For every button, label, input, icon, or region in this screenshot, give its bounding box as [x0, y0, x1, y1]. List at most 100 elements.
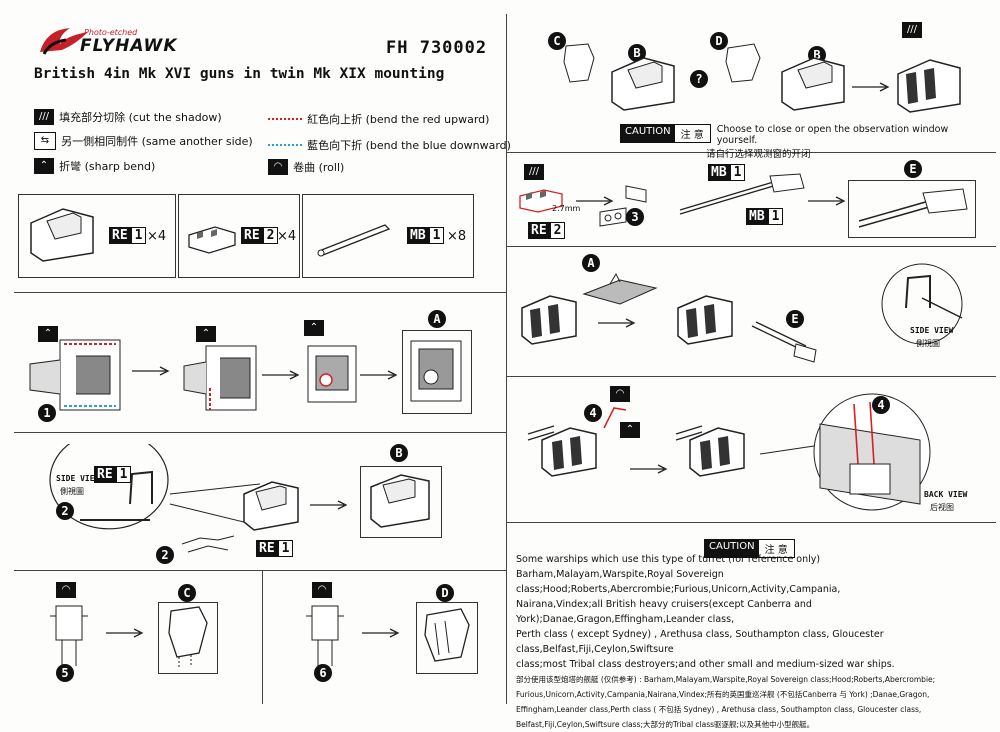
legend-sharp-bend: ⌃ 折彎 (sharp bend) [34, 155, 155, 174]
arrow-right-icon [132, 366, 170, 376]
step2-part-drawing [181, 535, 235, 553]
step-c-marker: C [548, 32, 566, 50]
step6-part-drawing [306, 605, 344, 666]
step-q-marker: ? [690, 70, 708, 88]
warships-line: Nairana,Vindex;all British heavy cruiser… [516, 599, 812, 625]
step-2-marker: 2 [56, 502, 74, 520]
brand-logo: Photo-etched FLYHAWK [36, 22, 178, 62]
step1-fold-drawing-3 [307, 345, 357, 403]
dimension-label: 2.7mm [552, 204, 581, 213]
red-dotted-line-icon [268, 117, 302, 120]
arrow-right-icon [598, 318, 636, 328]
re1-qty: ×4 [147, 229, 167, 244]
step-b-marker: B [628, 44, 646, 62]
mirror-icon: ⇆ [34, 131, 56, 150]
caution-text-cn: 请自行选择观测窗的开闭 [706, 149, 811, 160]
turret-shield-drawing [611, 57, 675, 111]
warships-line-cn: Belfast,Fiji,Ceylon,Swiftsure class;大部分的… [516, 720, 815, 729]
section-divider [506, 246, 996, 247]
step-d-part-drawing [725, 43, 761, 83]
turret-shield-drawing [243, 481, 299, 531]
side-view-zoom-drawing [881, 263, 963, 345]
back-view-zoom-drawing [760, 393, 931, 511]
step5-part-drawing [50, 605, 88, 666]
sharp-bend-icon: ⌃ [620, 422, 640, 438]
re2-qty: ×4 [277, 229, 297, 244]
sharp-bend-icon: ⌃ [196, 326, 216, 342]
section-divider [14, 570, 506, 571]
page-title: British 4in Mk XVI guns in twin Mk XIX m… [34, 66, 445, 82]
sharp-bend-icon: ⌃ [34, 157, 54, 174]
section-divider [506, 376, 996, 377]
cut-shadow-icon: /// [524, 164, 544, 180]
bracket-drawing [188, 226, 236, 254]
step1-fold-drawing-2 [183, 345, 257, 411]
warships-line: class;most Tribal class destroyers;and o… [516, 659, 895, 670]
barrels-insert-drawing [679, 173, 805, 215]
section-divider [14, 292, 506, 293]
back-view-cn-label: 后视图 [930, 503, 954, 512]
side-view-cn-label: 側視圖 [60, 487, 84, 496]
arrow-right-icon [630, 464, 668, 474]
mb1-qty: ×8 [447, 229, 467, 244]
result-c-marker: C [178, 584, 196, 602]
roll-icon: ◠ [312, 582, 332, 598]
bracket-assembly-drawing [599, 185, 647, 227]
section-divider [262, 570, 263, 704]
legend-same-side: ⇆ 另一側相同制件 (same another side) [34, 130, 253, 150]
step-d-marker: D [710, 32, 728, 50]
product-code: FH 730002 [386, 38, 488, 58]
legend-label: 另一側相同制件 (same another side) [61, 135, 253, 148]
legend-label: 卷曲 (roll) [293, 161, 345, 174]
turret-shield-drawing [30, 208, 94, 262]
logo-text: FLYHAWK [80, 36, 178, 56]
arrow-right-icon [106, 628, 144, 638]
logo-sub: Photo-etched [84, 28, 138, 37]
legend-label: 藍色向下折 (bend the blue downward) [307, 139, 511, 152]
turret-body-drawing [677, 295, 733, 345]
step-2-marker: 2 [156, 546, 174, 564]
section-divider [506, 522, 996, 523]
section-divider [14, 432, 506, 433]
warships-line-cn: Effingham,Leander class,Perth class ( 不包… [516, 705, 922, 714]
arrow-right-icon [852, 82, 890, 92]
caution-text: Choose to close or open the observation … [716, 124, 949, 146]
legend-label: 紅色向上折 (bend the red upward) [307, 113, 490, 126]
result-b-marker: B [390, 444, 408, 462]
warships-line-cn: 部分使用该型炮塔的舰艇 (仅供参考) : Barham,Malayam,Wars… [516, 675, 936, 684]
arrow-right-icon [576, 196, 614, 206]
side-view-cn-label: 側視圖 [916, 339, 940, 348]
step-4-marker: 4 [584, 404, 602, 422]
sharp-bend-icon: ⌃ [304, 320, 324, 336]
step-4-marker: 4 [872, 396, 890, 414]
blue-dotted-line-icon [268, 143, 302, 146]
cut-shadow-icon: /// [34, 108, 54, 125]
step-c-part-drawing [563, 43, 595, 83]
warships-line: Barham,Malayam,Warspite,Royal Sovereign … [516, 569, 841, 595]
step-a-marker: A [582, 254, 600, 272]
roll-icon: ◠ [610, 386, 630, 402]
result-e-marker: E [904, 160, 922, 178]
warships-line-cn: Furious,Unicorn,Activity,Campania,Nairan… [516, 690, 930, 699]
cut-shadow-icon: /// [902, 22, 922, 38]
step-1-marker: 1 [38, 404, 56, 422]
roll-icon: ◠ [268, 158, 288, 175]
arrow-right-icon [262, 370, 300, 380]
mount-base-drawing [582, 272, 658, 305]
arrow-right-icon [360, 370, 398, 380]
sharp-bend-icon: ⌃ [38, 326, 58, 342]
step-e-marker: E [786, 310, 804, 328]
step1-fold-drawing [29, 339, 121, 411]
turret-assembled-drawing [527, 425, 597, 477]
legend-label: 折彎 (sharp bend) [59, 160, 156, 173]
